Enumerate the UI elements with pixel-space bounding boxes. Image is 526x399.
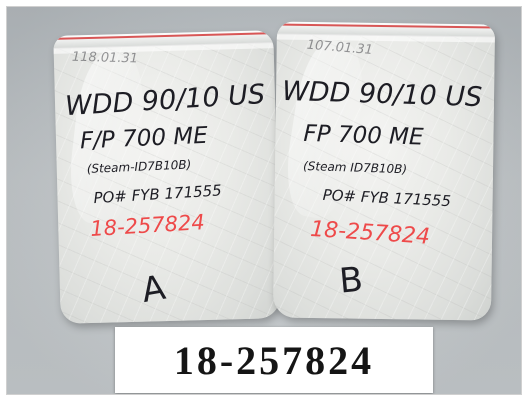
- bag-a-sample-number: 18-257824: [89, 210, 206, 241]
- sample-photo: 118.01.31 WDD 90/10 US F/P 700 ME (Steam…: [6, 6, 522, 395]
- bag-b-steam: (Steam ID7B10B): [302, 158, 408, 177]
- bag-b-mark: B: [337, 259, 365, 302]
- bag-a-steam: (Steam-ID7B10B): [86, 157, 192, 177]
- seal-stripe: [272, 23, 496, 29]
- bag-b-model: FP 700 ME: [303, 120, 424, 151]
- bag-b-sample-number: 18-257824: [309, 216, 431, 250]
- bag-a-date: 118.01.31: [71, 49, 139, 67]
- bag-a-mark: A: [138, 267, 169, 312]
- bag-a-model: F/P 700 ME: [79, 122, 209, 155]
- bag-a-po: PO# FYB 171555: [93, 181, 223, 208]
- bag-a-product: WDD 90/10 US: [64, 78, 266, 123]
- sample-number-label: 18-257824: [173, 337, 375, 383]
- sample-bag-b: 107.01.31 WDD 90/10 US FP 700 ME (Steam …: [272, 21, 496, 321]
- bag-b-product: WDD 90/10 US: [281, 75, 483, 114]
- sample-number-card: 18-257824: [115, 327, 433, 393]
- bag-b-po: PO# FYB 171555: [322, 185, 452, 211]
- sample-bag-a: 118.01.31 WDD 90/10 US F/P 700 ME (Steam…: [53, 30, 281, 324]
